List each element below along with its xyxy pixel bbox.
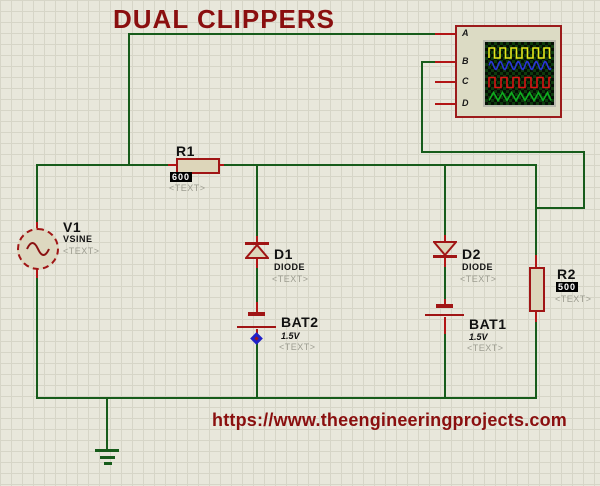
pin-stub[interactable] — [256, 302, 258, 313]
wire-segment[interactable] — [444, 334, 446, 398]
wire-segment[interactable] — [535, 164, 537, 255]
pin-stub[interactable] — [535, 255, 537, 267]
footer-url: https://www.theengineeringprojects.com — [212, 410, 567, 430]
r2-ref-label: R2 — [557, 266, 576, 282]
bat2-value-label: 1.5V — [281, 331, 300, 341]
battery-bat1-short-plate[interactable] — [436, 304, 453, 308]
wire-segment[interactable] — [583, 151, 585, 209]
scope-waveforms — [488, 47, 552, 103]
wire-segment[interactable] — [444, 164, 446, 235]
diode-d2-symbol[interactable] — [433, 241, 457, 256]
wire-segment[interactable] — [36, 397, 537, 399]
pin-stub[interactable] — [36, 267, 38, 278]
pin-stub[interactable] — [535, 310, 537, 322]
wire-segment[interactable] — [421, 61, 423, 153]
wire-segment[interactable] — [444, 267, 446, 299]
pin-stub[interactable] — [36, 222, 38, 229]
d1-ref-label: D1 — [274, 246, 293, 262]
v1-value-label: VSINE — [63, 234, 93, 244]
vsine-v1-symbol[interactable] — [17, 228, 59, 270]
pin-stub[interactable] — [444, 317, 446, 334]
wire-segment[interactable] — [36, 164, 38, 222]
ground-icon[interactable] — [100, 456, 115, 459]
wire-segment[interactable] — [106, 397, 108, 450]
battery-bat2-long-plate[interactable] — [237, 326, 276, 328]
ground-icon[interactable] — [104, 462, 112, 465]
wire-segment[interactable] — [421, 151, 585, 153]
wire-segment[interactable] — [224, 164, 537, 166]
d2-text-placeholder: <TEXT> — [460, 274, 497, 284]
sine-icon — [26, 242, 50, 256]
wire-segment[interactable] — [36, 278, 38, 399]
pin-stub[interactable] — [435, 61, 455, 63]
pin-stub[interactable] — [444, 258, 446, 267]
pin-stub[interactable] — [216, 164, 224, 166]
r1-text-placeholder: <TEXT> — [169, 183, 206, 193]
wire-segment[interactable] — [421, 61, 435, 63]
pin-stub[interactable] — [256, 236, 258, 244]
pin-stub[interactable] — [256, 258, 258, 268]
r2-value-label: 500 — [556, 282, 579, 292]
bat1-value-label: 1.5V — [469, 332, 488, 342]
battery-bat1-long-plate[interactable] — [425, 314, 464, 316]
scope-pin-label-a: A — [462, 28, 469, 38]
d1-value-label: DIODE — [274, 262, 306, 272]
bat2-ref-label: BAT2 — [281, 314, 319, 330]
pin-stub[interactable] — [435, 33, 455, 35]
wire-segment[interactable] — [128, 33, 435, 35]
wire-segment[interactable] — [535, 207, 585, 209]
r1-value-label: 600 — [170, 172, 193, 182]
pin-stub[interactable] — [435, 81, 455, 83]
v1-text-placeholder: <TEXT> — [63, 246, 100, 256]
scope-pin-label-b: B — [462, 56, 469, 66]
scope-pin-label-d: D — [462, 98, 469, 108]
r2-text-placeholder: <TEXT> — [555, 294, 592, 304]
pin-stub[interactable] — [444, 299, 446, 305]
origin-marker-icon — [250, 332, 263, 345]
wire-segment[interactable] — [535, 322, 537, 398]
d2-ref-label: D2 — [462, 246, 481, 262]
pin-stub[interactable] — [435, 103, 455, 105]
pin-stub[interactable] — [444, 235, 446, 243]
pin-stub[interactable] — [168, 164, 176, 166]
battery-bat2-short-plate[interactable] — [248, 312, 265, 316]
scope-pin-label-c: C — [462, 76, 469, 86]
wire-segment[interactable] — [128, 33, 130, 166]
ground-icon[interactable] — [95, 449, 119, 452]
bat2-text-placeholder: <TEXT> — [279, 342, 316, 352]
wire-segment[interactable] — [36, 164, 168, 166]
r1-ref-label: R1 — [176, 143, 195, 159]
resistor-r1-body[interactable] — [176, 158, 220, 174]
resistor-r2-body[interactable] — [529, 267, 545, 312]
diode-d2-cathode-bar[interactable] — [433, 255, 457, 258]
bat1-ref-label: BAT1 — [469, 316, 507, 332]
v1-ref-label: V1 — [63, 219, 82, 235]
wire-segment[interactable] — [256, 268, 258, 302]
diode-d1-symbol[interactable] — [245, 244, 269, 259]
wire-segment[interactable] — [256, 336, 258, 398]
d2-value-label: DIODE — [462, 262, 494, 272]
d1-text-placeholder: <TEXT> — [272, 274, 309, 284]
bat1-text-placeholder: <TEXT> — [467, 343, 504, 353]
oscilloscope-screen — [483, 40, 556, 107]
schematic-title: DUAL CLIPPERS — [113, 4, 335, 34]
wire-segment[interactable] — [256, 164, 258, 236]
